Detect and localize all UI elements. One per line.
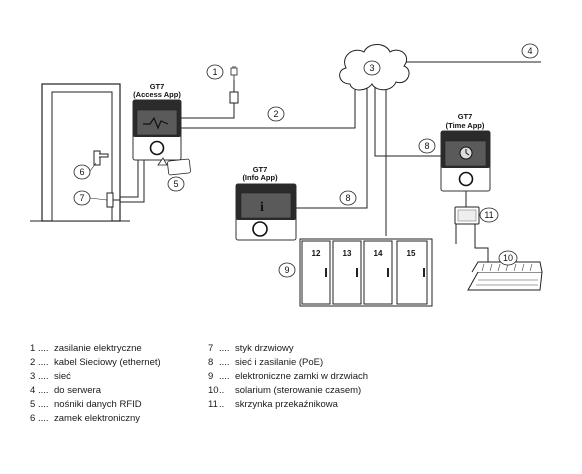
callout-2: 2 [267,106,285,122]
locker-14: 14 [363,240,393,305]
gt7-access-device: GT7 (Access App) [132,82,191,176]
locker-13-label: 13 [343,249,352,258]
callout-8-info-label: 8 [345,193,350,203]
callout-8-info: 8 [339,190,357,206]
locker-12: 12 [301,240,331,305]
legend-item-1: 1....zasilanie elektryczne [30,343,142,354]
info-button [252,221,268,237]
time-button [458,171,474,187]
legend-item-5: 5....nośniki danych RFID [30,399,142,410]
callout-10: 10 [498,250,518,266]
access-model-label: GT7 [150,82,165,91]
solarium-base [467,271,543,291]
locker-15: 15 [396,240,428,305]
callout-9: 9 [278,262,296,278]
power-cable-bottom [180,103,235,119]
info-screen [240,192,292,219]
callout-5: 5 [167,176,185,192]
callout-11-label: 11 [484,210,493,220]
info-screen-symbol: i [260,200,264,215]
locker-15-label: 15 [407,249,416,258]
callout-10-label: 10 [503,253,513,263]
contact-wire-2 [120,160,145,203]
rfid-tag [157,157,168,166]
callout-8-time: 8 [418,138,436,154]
callout-11: 11 [479,207,499,223]
solarium [467,261,543,291]
rfid-card [167,158,191,176]
callout-2-label: 2 [273,109,278,119]
callout-6-label: 6 [79,167,84,177]
legend-item-3: 3....sieć [30,371,71,382]
cable-8-info-line [296,86,368,209]
legend-item-2: 2....kabel Sieciowy (ethernet) [30,357,161,368]
callout-9-label: 9 [284,265,289,275]
info-app-label: (Info App) [242,173,278,182]
gt7-time-device: GT7 (Time App) [440,112,491,192]
info-model-label: GT7 [253,165,268,174]
callout-4: 4 [521,43,539,59]
locker-12-label: 12 [312,249,321,258]
legend-item-10: 10..solarium (sterowanie czasem) [208,385,362,396]
door-lock [93,150,101,166]
locker-14-label: 14 [374,249,383,258]
door-handle [99,153,109,158]
callout-7-label: 7 [79,193,84,203]
access-app-label: (Access App) [133,90,181,99]
door-contact [106,192,114,208]
legend-right: 7....styk drzwiowy 8....sieć i zasilanie… [208,342,368,412]
power-adapter [229,91,239,104]
legend-item-7: 7....styk drzwiowy [208,343,294,354]
time-model-label: GT7 [458,112,473,121]
callout-4-label: 4 [527,46,532,56]
access-screen [136,109,178,136]
callout-3-label: 3 [369,63,374,73]
legend-item-4: 4....do serwera [30,385,101,396]
lockers: 12 13 14 15 [299,238,433,307]
gt7-info-device: GT7 (Info App) i [235,165,297,241]
callout-1-label: 1 [212,67,217,77]
legend-item-9: 9....elektroniczne zamki w drzwiach [208,371,369,382]
legend-item-11: 11..skrzynka przekaźnikowa [208,399,338,410]
cable-2-line [180,86,356,129]
legend-left: 1....zasilanie elektryczne 2....kabel Si… [30,342,161,426]
relay-box [454,206,480,225]
callout-6: 6 [73,162,97,180]
locker-13: 13 [332,240,362,305]
power-supply [229,66,239,104]
time-app-label: (Time App) [446,121,485,130]
access-wave-icon [143,116,169,130]
callout-7: 7 [73,190,108,206]
callout-5-label: 5 [173,179,178,189]
relay-to-solarium-cable [474,224,489,266]
contact-wire [120,160,139,198]
callouts: 1 2 3 4 5 6 7 8 [73,43,539,278]
plug-icon [230,67,238,76]
legend-item-6: 6....zamek elektroniczny [30,413,141,424]
legend-item-8: 8....sieć i zasilanie (PoE) [208,357,324,368]
access-button [149,140,165,156]
callout-1: 1 [206,64,224,80]
cable-8-time-line [374,86,441,157]
callout-8-time-label: 8 [424,141,429,151]
callout-3: 3 [363,60,381,76]
